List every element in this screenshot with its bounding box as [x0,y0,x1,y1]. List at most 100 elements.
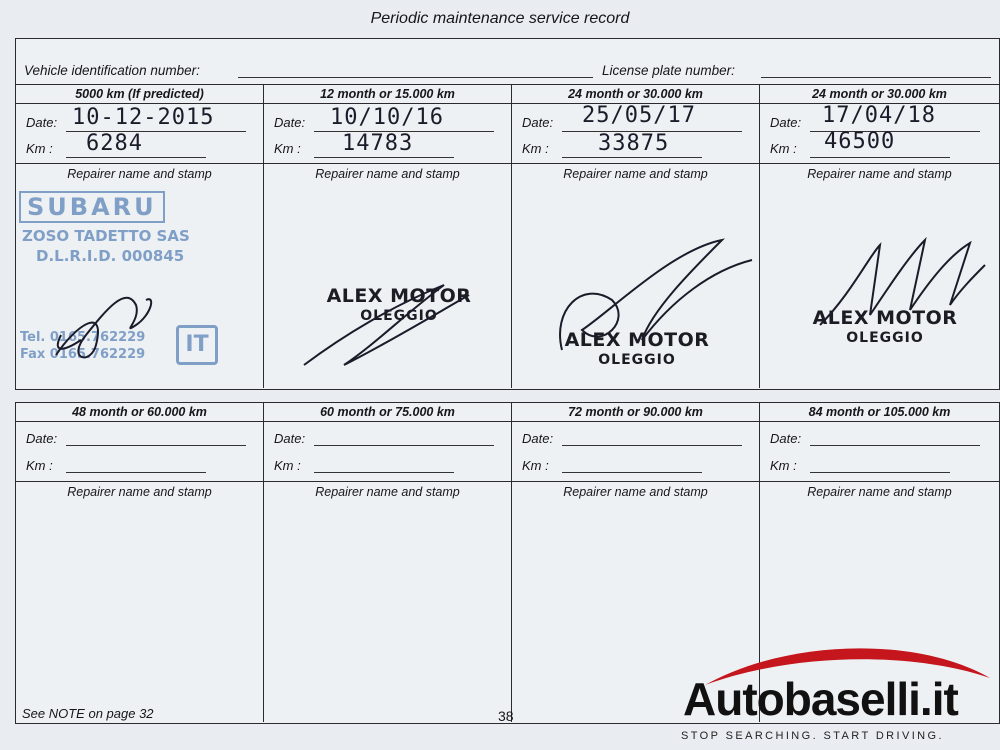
km-field[interactable] [562,472,702,473]
km-line [562,157,702,158]
date-label: Date: [274,431,306,446]
km-label: Km : [522,141,549,156]
dealer-city: OLEGGIO [598,351,676,368]
service-heading: 12 month or 15.000 km [264,85,511,104]
km-label: Km : [770,458,797,473]
dealer-stamp: ALEX MOTOR OLEGGIO [790,307,980,347]
cell-divider [512,481,759,482]
plate-label: License plate number: [602,63,735,78]
signature [819,236,986,326]
cell-divider [760,481,999,482]
logo-text: Autobaselli.it [683,673,959,725]
km-label: Km : [770,141,797,156]
cell-divider [264,481,511,482]
date-label: Date: [274,115,306,130]
logo-swoosh-icon [705,648,990,685]
date-label: Date: [522,115,554,130]
date-field[interactable] [562,445,742,446]
date-label: Date: [26,115,58,130]
cell-divider [512,163,759,164]
page-number: 38 [498,708,514,724]
blue-stamp-brand: SUBARU [19,191,165,223]
blue-stamp-line: D.L.R.I.D. 000845 [36,247,185,265]
vin-line[interactable] [238,77,593,78]
repairer-label: Repairer name and stamp [563,485,708,499]
vin-label: Vehicle identification number: [24,63,200,78]
repairer-label: Repairer name and stamp [563,167,708,181]
km-label: Km : [522,458,549,473]
date-value[interactable]: 17/04/18 [822,103,936,128]
blue-stamp-line: Fax 0165.762229 [20,347,146,362]
repairer-label: Repairer name and stamp [67,167,212,181]
date-field[interactable] [66,445,246,446]
repairer-label: Repairer name and stamp [807,485,952,499]
service-cell-7: 72 month or 90.000 km Date: Km : Repaire… [511,403,759,722]
km-label: Km : [274,141,301,156]
date-field[interactable] [810,445,980,446]
service-cell-3: 24 month or 30.000 km Date: 25/05/17 Km … [511,85,759,388]
dealer-city: OLEGGIO [360,307,438,324]
plate-line[interactable] [761,77,991,78]
dealer-city: OLEGGIO [846,329,924,346]
km-value[interactable]: 6284 [86,131,143,156]
blue-stamp-badge: IT [176,325,218,365]
date-value[interactable]: 25/05/17 [582,103,696,128]
date-line [66,131,246,132]
page-title: Periodic maintenance service record [370,10,630,27]
blue-stamp-line: ZOSO TADETTO SAS [22,227,190,245]
service-grid-bottom: 48 month or 60.000 km Date: Km : Repaire… [15,402,1000,724]
service-heading: 5000 km (If predicted) [16,85,263,104]
km-line [66,157,206,158]
km-field[interactable] [66,472,206,473]
signature [303,284,470,366]
dealer-name: ALEX MOTOR [326,285,472,307]
km-label: Km : [26,458,53,473]
service-heading: 60 month or 75.000 km [264,403,511,422]
cell-divider [760,163,999,164]
signature [55,296,153,359]
service-heading: 84 month or 105.000 km [760,403,999,422]
service-heading: 48 month or 60.000 km [16,403,263,422]
km-line [810,157,950,158]
km-label: Km : [26,141,53,156]
km-value[interactable]: 14783 [342,131,414,156]
service-cell-6: 60 month or 75.000 km Date: Km : Repaire… [263,403,511,722]
repairer-label: Repairer name and stamp [315,485,460,499]
date-value[interactable]: 10/10/16 [330,105,444,130]
service-grid-top: Vehicle identification number: License p… [15,38,1000,390]
cell-divider [264,163,511,164]
vehicle-info-row: Vehicle identification number: License p… [16,39,999,85]
service-cell-2: 12 month or 15.000 km Date: 10/10/16 Km … [263,85,511,388]
repairer-label: Repairer name and stamp [807,167,952,181]
date-label: Date: [770,115,802,130]
service-cell-1: 5000 km (If predicted) Date: 10-12-2015 … [16,85,263,388]
logo-tagline: STOP SEARCHING. START DRIVING. [681,730,944,742]
date-line [314,131,494,132]
repairer-label: Repairer name and stamp [67,485,212,499]
km-line [314,157,454,158]
km-field[interactable] [314,472,454,473]
date-value[interactable]: 10-12-2015 [72,105,215,130]
dealer-name: ALEX MOTOR [564,329,710,351]
km-field[interactable] [810,472,950,473]
date-label: Date: [770,431,802,446]
repairer-label: Repairer name and stamp [315,167,460,181]
cell-divider [16,481,263,482]
dealer-stamp: ALEX MOTOR OLEGGIO [542,329,732,369]
date-label: Date: [522,431,554,446]
date-label: Date: [26,431,58,446]
date-field[interactable] [314,445,494,446]
service-cell-5: 48 month or 60.000 km Date: Km : Repaire… [16,403,263,722]
blue-stamp-line: Tel. 0165.762229 [20,330,146,345]
autobaselli-logo: Autobaselli.it STOP SEARCHING. START DRI… [675,640,995,750]
service-heading: 24 month or 30.000 km [760,85,999,104]
date-line [810,131,980,132]
dealer-stamp: ALEX MOTOR OLEGGIO [304,285,494,325]
service-cell-4: 24 month or 30.000 km Date: 17/04/18 Km … [759,85,999,388]
service-heading: 72 month or 90.000 km [512,403,759,422]
service-heading: 24 month or 30.000 km [512,85,759,104]
km-label: Km : [274,458,301,473]
footer-note: See NOTE on page 32 [22,706,154,721]
km-value[interactable]: 46500 [824,129,896,154]
km-value[interactable]: 33875 [598,131,670,156]
